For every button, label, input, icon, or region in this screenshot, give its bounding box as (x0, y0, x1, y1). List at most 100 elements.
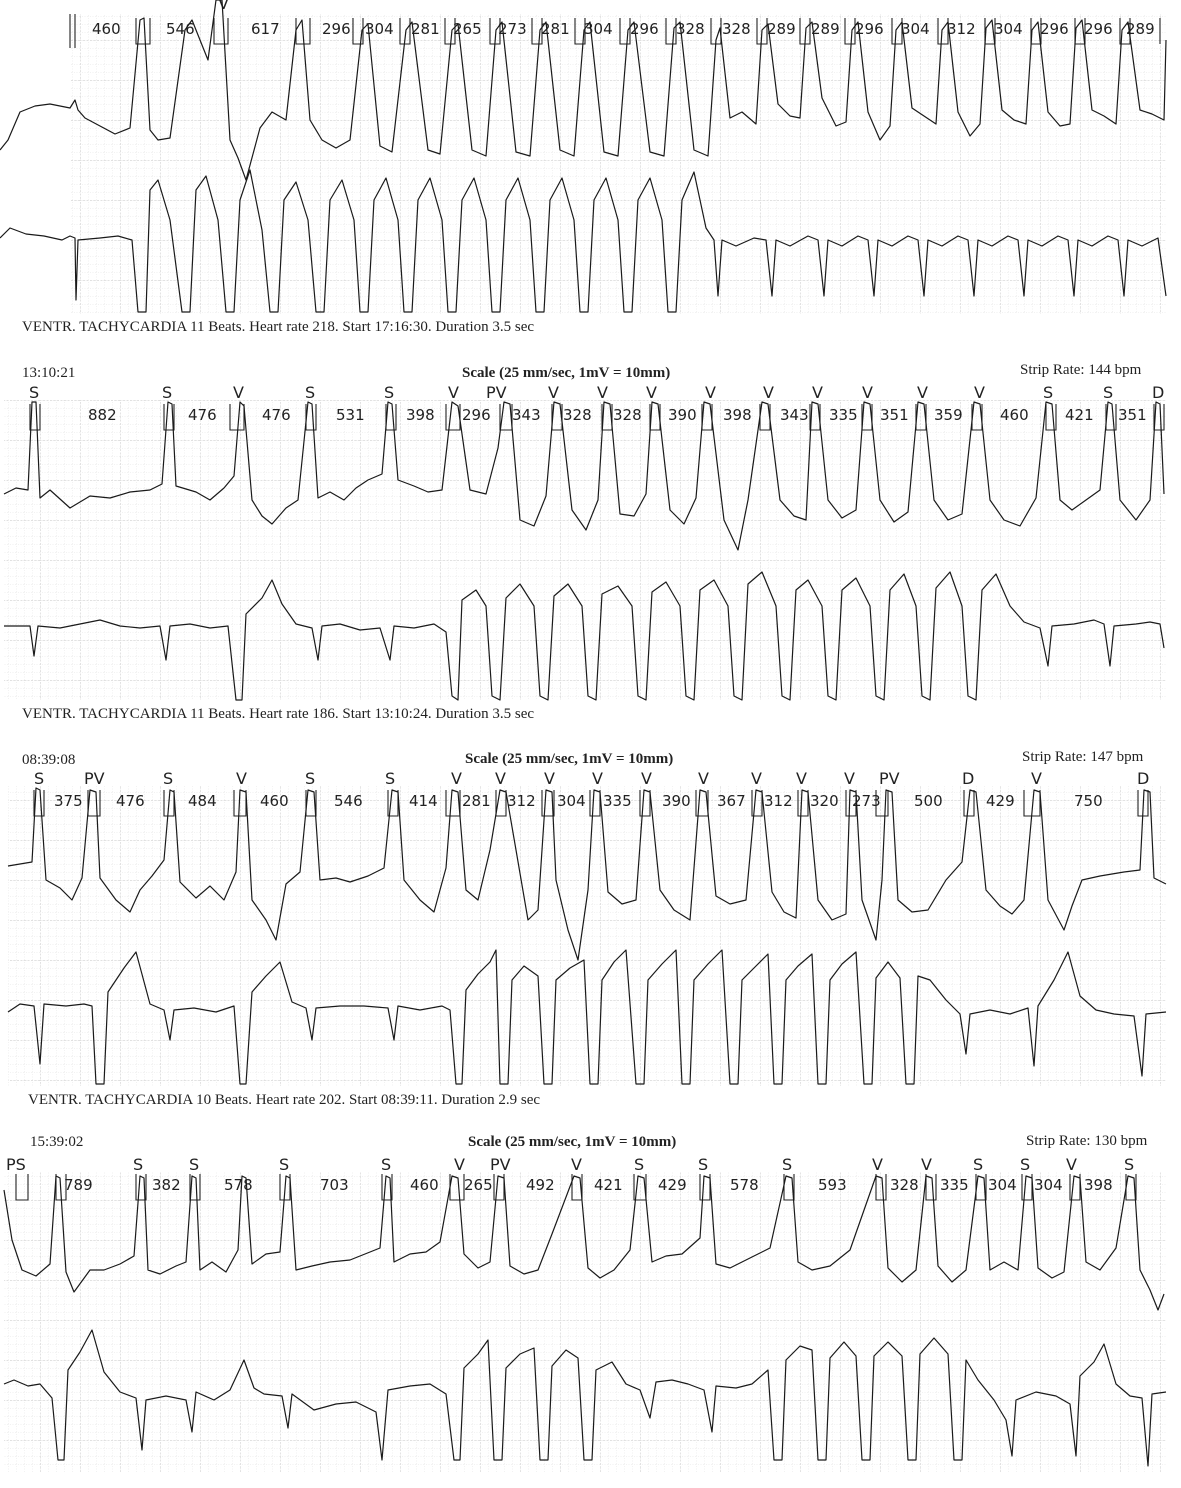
beat-labels: S S V S S V PV V V V V V V V V V S S D (29, 383, 1164, 402)
beat-label: PV (879, 769, 900, 788)
rr-interval: 296 (1084, 20, 1113, 38)
beat-label: S (305, 383, 315, 402)
grid-paper (70, 14, 1166, 314)
beat-label: S (385, 769, 395, 788)
beat-label: V (592, 769, 603, 788)
rr-interval: 476 (116, 792, 145, 810)
rr-interval: 328 (722, 20, 751, 38)
rr-interval: 460 (260, 792, 289, 810)
strip-1: V 460 546 617 296 304 281 265 273 281 30… (0, 0, 1167, 335)
rr-interval: 398 (723, 406, 752, 424)
rr-interval: 351 (1118, 406, 1147, 424)
rr-interval: 289 (1126, 20, 1155, 38)
rr-interval: 390 (662, 792, 691, 810)
rr-interval: 304 (1034, 1176, 1063, 1194)
rr-interval: 476 (262, 406, 291, 424)
strip-3: 08:39:08 Scale (25 mm/sec, 1mV = 10mm) S… (7, 749, 1167, 1108)
strip-scale: Scale (25 mm/sec, 1mV = 10mm) (468, 1134, 676, 1150)
beat-label: S (162, 383, 172, 402)
strip-time: 08:39:08 (22, 752, 75, 768)
rr-interval: 421 (1065, 406, 1094, 424)
beat-label: V (974, 383, 985, 402)
rr-interval: 789 (64, 1176, 93, 1194)
rr-interval: 296 (855, 20, 884, 38)
rr-interval: 328 (563, 406, 592, 424)
rr-interval: 460 (92, 20, 121, 38)
beat-label: V (641, 769, 652, 788)
beat-label: V (236, 769, 247, 788)
beat-label: S (305, 769, 315, 788)
strip-time: 13:10:21 (22, 365, 75, 381)
beat-label: V (571, 1155, 582, 1174)
beat-label: V (597, 383, 608, 402)
beat-label: V (921, 1155, 932, 1174)
beat-label: S (1020, 1155, 1030, 1174)
rr-interval: 296 (630, 20, 659, 38)
beat-label: V (872, 1155, 883, 1174)
beat-label: PV (486, 383, 507, 402)
beat-label: D (1137, 769, 1149, 788)
rr-interval: 882 (88, 406, 117, 424)
rr-interval: 359 (934, 406, 963, 424)
rr-interval: 546 (166, 20, 195, 38)
beat-label: V (705, 383, 716, 402)
beat-label: S (973, 1155, 983, 1174)
beat-markers (29, 404, 1165, 431)
beat-label: S (163, 769, 173, 788)
beat-label: V (862, 383, 873, 402)
rr-interval: 617 (251, 20, 280, 38)
rr-interval: 335 (603, 792, 632, 810)
beat-label: V (1066, 1155, 1077, 1174)
interval-labels: 375 476 484 460 546 414 281 312 304 335 … (54, 792, 1103, 810)
rr-interval: 578 (224, 1176, 253, 1194)
beat-label: V (812, 383, 823, 402)
ecg-trace-channel-1 (0, 0, 1167, 181)
beat-label: S (34, 769, 44, 788)
grid-paper (8, 786, 1166, 1086)
rr-interval: 304 (988, 1176, 1017, 1194)
strip-scale: Scale (25 mm/sec, 1mV = 10mm) (462, 365, 670, 381)
rr-interval: 312 (507, 792, 536, 810)
beat-markers (33, 790, 1149, 817)
ecg-trace-channel-2 (0, 169, 1167, 313)
grid-paper (4, 1172, 1166, 1472)
rr-interval: 421 (594, 1176, 623, 1194)
rr-interval: 265 (464, 1176, 493, 1194)
rr-interval: 593 (818, 1176, 847, 1194)
rr-interval: 703 (320, 1176, 349, 1194)
rr-interval: 304 (994, 20, 1023, 38)
rr-interval: 382 (152, 1176, 181, 1194)
beat-label: V (796, 769, 807, 788)
strip-2: 13:10:21 Scale (25 mm/sec, 1mV = 10mm) S… (3, 362, 1166, 722)
rr-interval: 328 (890, 1176, 919, 1194)
beat-label: V (1031, 769, 1042, 788)
rr-interval: 414 (409, 792, 438, 810)
beat-label: V (448, 383, 459, 402)
ecg-trace-channel-2 (4, 571, 1165, 701)
rr-interval: 312 (947, 20, 976, 38)
beat-labels: S PV S V S S V V V V V V V V V PV D V D (34, 769, 1149, 788)
beat-label: S (1043, 383, 1053, 402)
beat-label: V (233, 383, 244, 402)
beat-label: S (381, 1155, 391, 1174)
beat-labels: PS S S S S V PV V S S S V V S S V S (6, 1155, 1134, 1174)
ecg-trace-channel-1 (3, 1175, 1165, 1311)
rr-interval: 289 (811, 20, 840, 38)
rr-interval: 328 (676, 20, 705, 38)
beat-label: S (279, 1155, 289, 1174)
rr-interval: 281 (541, 20, 570, 38)
rr-interval: 273 (852, 792, 881, 810)
beat-label: V (646, 383, 657, 402)
rr-interval: 281 (462, 792, 491, 810)
beat-label: S (698, 1155, 708, 1174)
beat-label: V (451, 769, 462, 788)
ecg-trace-channel-1 (3, 401, 1165, 551)
ecg-trace-channel-2 (7, 949, 1167, 1085)
rr-interval: 320 (810, 792, 839, 810)
ecg-trace-channel-2 (3, 1329, 1167, 1467)
rr-interval: 273 (498, 20, 527, 38)
beat-label: V (763, 383, 774, 402)
strip-rate: Strip Rate: 144 bpm (1020, 362, 1142, 378)
rr-interval: 460 (410, 1176, 439, 1194)
interval-labels: 789 382 578 703 460 265 492 421 429 578 … (64, 1176, 1113, 1194)
